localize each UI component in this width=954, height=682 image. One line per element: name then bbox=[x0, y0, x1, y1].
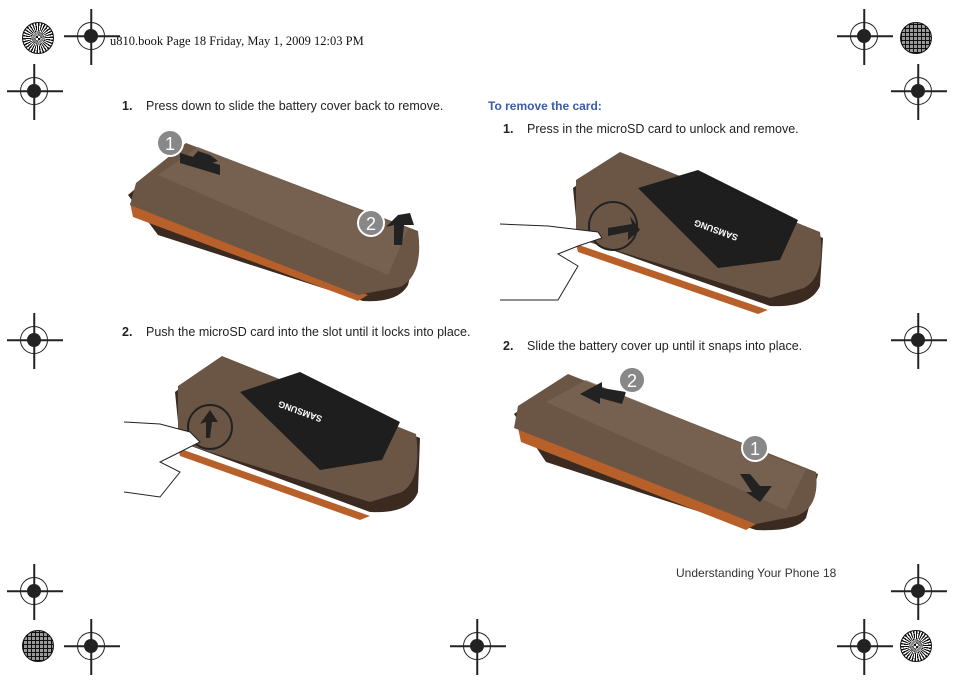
starburst-mark-bottom-right bbox=[900, 630, 932, 662]
book-header: u810.book Page 18 Friday, May 1, 2009 12… bbox=[110, 34, 364, 48]
registration-mark bbox=[850, 22, 878, 50]
callout-1-icon bbox=[741, 434, 769, 462]
phone-trim bbox=[518, 428, 756, 530]
cover-highlight bbox=[546, 380, 806, 510]
figure-remove-battery-cover: 1 2 bbox=[128, 129, 420, 302]
step-text: Press in the microSD card to unlock and … bbox=[527, 122, 799, 136]
callout-2-label: 2 bbox=[627, 371, 637, 391]
hand-outline bbox=[123, 421, 201, 498]
step-text: Push the microSD card into the slot unti… bbox=[146, 325, 471, 339]
starburst-mark-top-left bbox=[22, 22, 54, 54]
section-subheading: To remove the card: bbox=[488, 99, 602, 113]
arrow-up-icon bbox=[386, 213, 414, 245]
hand-outline bbox=[499, 223, 603, 301]
callout-1-label: 1 bbox=[750, 439, 760, 459]
step-number: 2. bbox=[122, 325, 133, 339]
step-text: Press down to slide the battery cover ba… bbox=[146, 99, 444, 113]
figure-remove-microsd: SAMSUNG bbox=[499, 152, 823, 314]
arrow-icon bbox=[608, 216, 640, 240]
callout-1-icon bbox=[156, 129, 184, 157]
phone-trim bbox=[178, 448, 370, 520]
step-number: 2. bbox=[503, 339, 514, 353]
right-step-2: 2. Slide the battery cover up until it sn… bbox=[503, 339, 802, 353]
registration-mark bbox=[904, 326, 932, 354]
registration-mark bbox=[77, 632, 105, 660]
registration-mark bbox=[77, 22, 105, 50]
registration-mark bbox=[20, 326, 48, 354]
callout-1-label: 1 bbox=[165, 134, 175, 154]
figure-insert-microsd: SAMSUNG bbox=[123, 356, 420, 520]
registration-mark bbox=[20, 77, 48, 105]
callout-2-icon bbox=[357, 209, 385, 237]
arrow-icon bbox=[200, 410, 218, 438]
registration-mark bbox=[904, 77, 932, 105]
phone-trim bbox=[576, 244, 768, 314]
grid-mark-top-right bbox=[900, 22, 932, 54]
figure-replace-battery-cover: 2 1 bbox=[514, 366, 818, 531]
right-step-1: 1. Press in the microSD card to unlock an… bbox=[503, 122, 799, 136]
registration-mark bbox=[850, 632, 878, 660]
left-step-1: 1. Press down to slide the battery cover … bbox=[122, 99, 443, 113]
registration-mark bbox=[463, 632, 491, 660]
footer-section-title: Understanding Your Phone bbox=[676, 566, 820, 580]
arrow-left-icon bbox=[580, 382, 626, 404]
arrow-down-icon bbox=[740, 474, 772, 502]
page-number: 18 bbox=[823, 566, 837, 580]
callout-2-icon bbox=[618, 366, 646, 394]
callout-2-label: 2 bbox=[366, 214, 376, 234]
step-text: Slide the battery cover up until it snap… bbox=[527, 339, 803, 353]
arrow-icon bbox=[180, 151, 220, 175]
cover-highlight bbox=[158, 147, 408, 275]
registration-mark bbox=[904, 577, 932, 605]
step-number: 1. bbox=[503, 122, 514, 136]
step-number: 1. bbox=[122, 99, 133, 113]
battery bbox=[240, 372, 400, 470]
magnify-circle-icon bbox=[187, 404, 233, 450]
left-step-2: 2. Push the microSD card into the slot un… bbox=[122, 325, 470, 339]
grid-mark-bottom-left bbox=[22, 630, 54, 662]
battery bbox=[638, 170, 798, 268]
registration-mark bbox=[20, 577, 48, 605]
